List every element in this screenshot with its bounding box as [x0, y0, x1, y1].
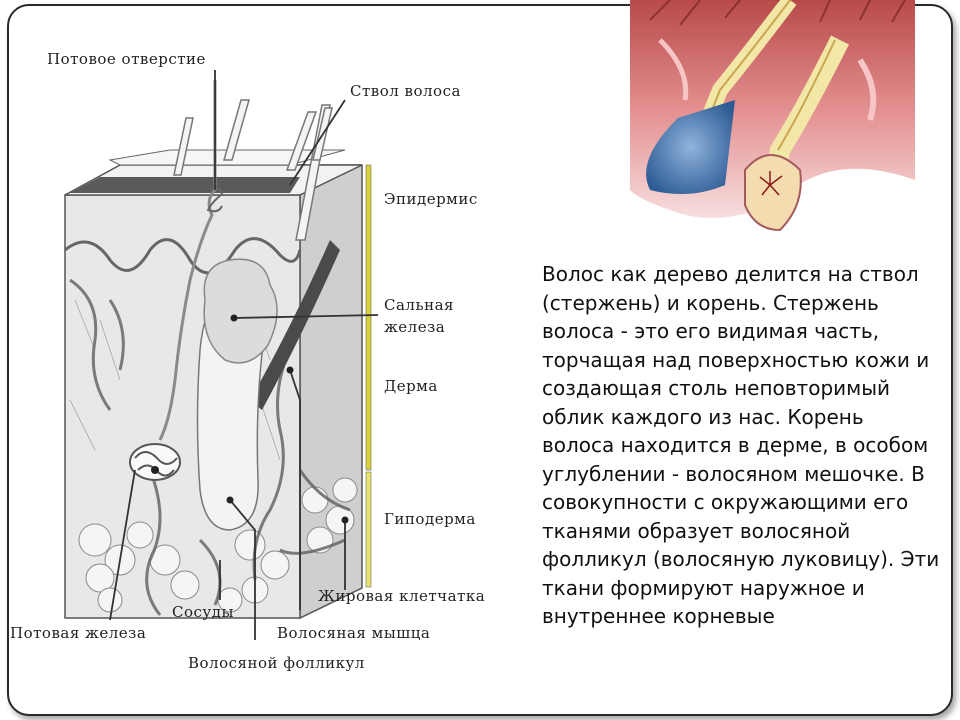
label-hair-muscle: Волосяная мышца	[277, 624, 431, 642]
label-vessels: Сосуды	[172, 603, 234, 621]
hair-follicle-illustration	[630, 0, 915, 250]
description-text: Волос как дерево делится на ствол (стерж…	[542, 262, 940, 628]
label-hair-shaft: Ствол волоса	[350, 82, 461, 100]
label-hair-follicle: Волосяной фолликул	[188, 654, 365, 672]
skin-structure-diagram	[64, 70, 379, 640]
label-sweat-gland: Потовая железа	[10, 624, 147, 642]
label-sweat-pore: Потовое отверстие	[47, 50, 206, 68]
label-sebaceous-gland-1: Сальная	[384, 296, 455, 314]
sebaceous-gland	[203, 258, 278, 364]
label-fat-tissue: Жировая клетчатка	[318, 587, 486, 605]
label-sebaceous-gland-2: железа	[384, 318, 446, 336]
label-dermis: Дерма	[384, 377, 438, 395]
label-hypodermis: Гиподерма	[384, 510, 476, 528]
label-epidermis: Эпидермис	[384, 190, 478, 208]
